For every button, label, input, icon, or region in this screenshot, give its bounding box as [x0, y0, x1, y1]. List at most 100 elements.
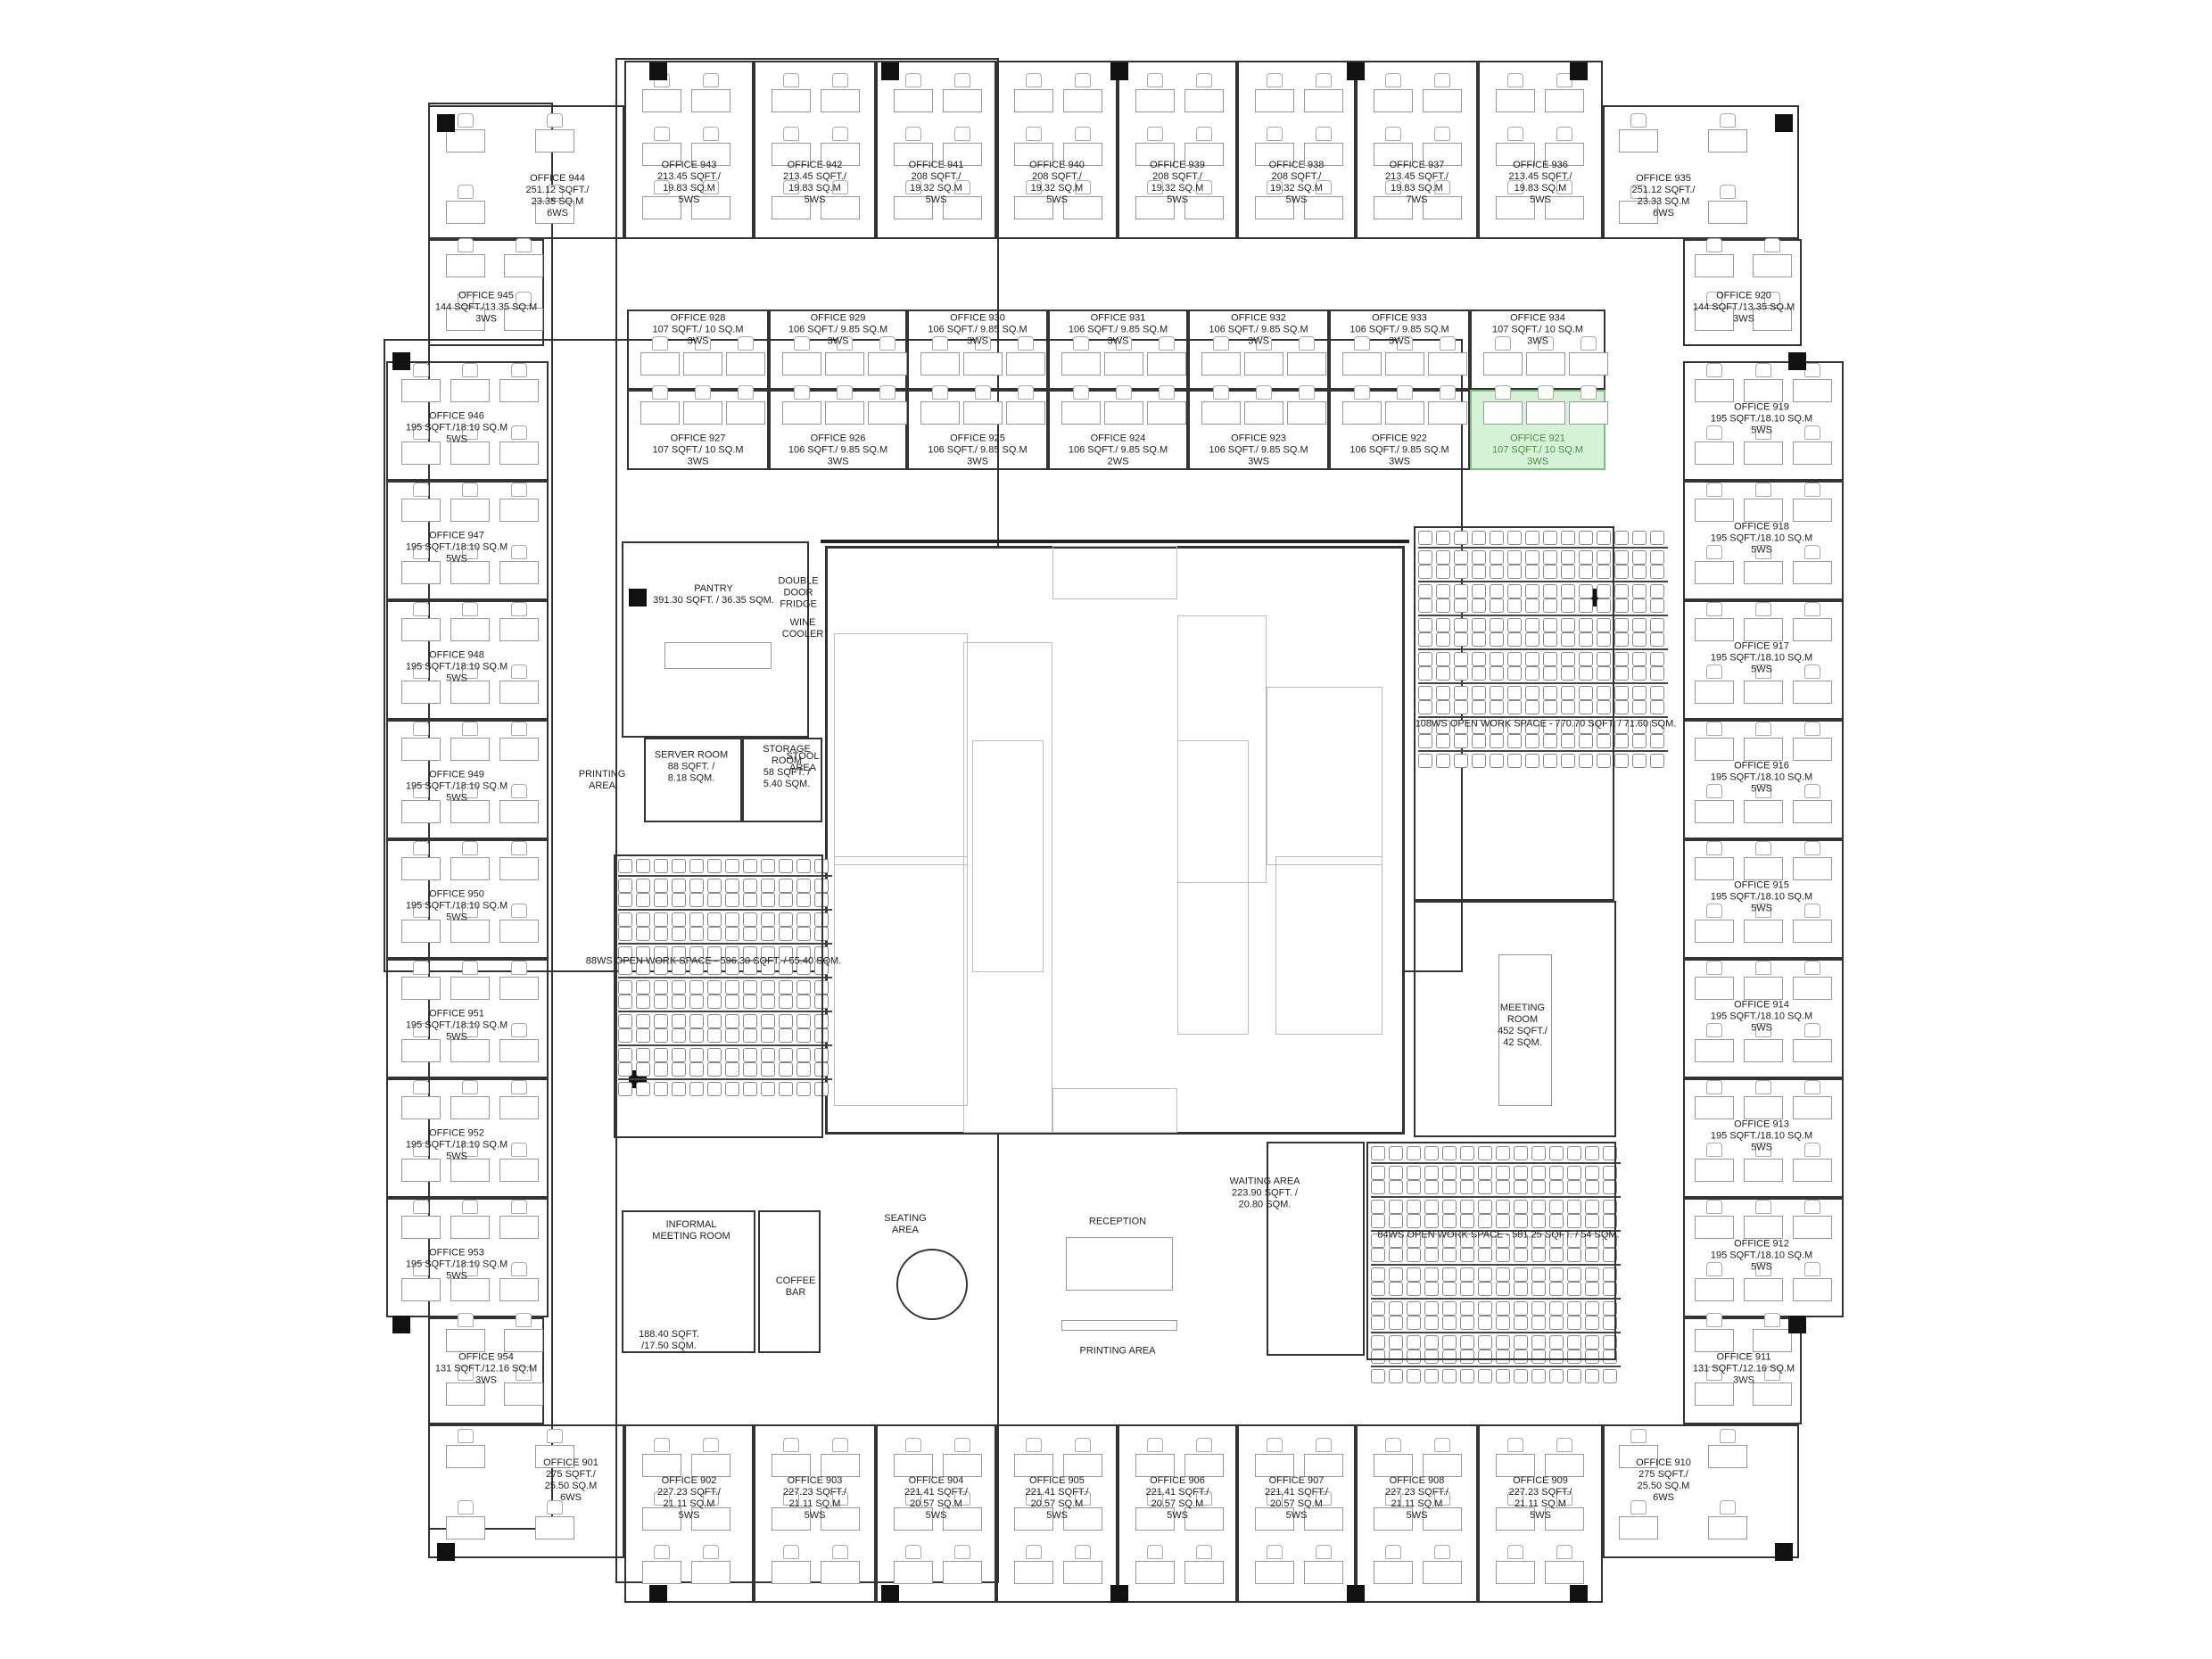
office-915[interactable] — [1683, 839, 1844, 959]
office-935[interactable] — [1603, 105, 1799, 239]
office-911-chair — [1706, 1313, 1722, 1327]
office-946[interactable] — [386, 361, 549, 481]
open-space-108-chair — [1614, 652, 1629, 666]
office-942-desk — [772, 196, 811, 219]
open-space-88-chair — [743, 859, 757, 873]
office-910[interactable] — [1603, 1424, 1799, 1558]
core-room — [1052, 546, 1177, 599]
office-938-chair — [1267, 73, 1283, 87]
office-915-label-line: OFFICE 915 — [1734, 879, 1789, 891]
office-954-label-line: OFFICE 954 — [458, 1351, 514, 1363]
open-space-88-desk-row — [618, 1011, 832, 1012]
office-909[interactable] — [1478, 1424, 1603, 1603]
office-916[interactable] — [1683, 720, 1844, 839]
office-916-chair — [1804, 784, 1820, 798]
open-space-88-chair — [707, 893, 722, 907]
open-space-108-chair — [1436, 686, 1450, 700]
office-908[interactable] — [1356, 1424, 1478, 1603]
office-954[interactable] — [428, 1317, 544, 1424]
office-942[interactable] — [754, 61, 876, 239]
office-947[interactable] — [386, 481, 549, 600]
office-902[interactable] — [624, 1424, 754, 1603]
office-918-chair — [1706, 483, 1722, 497]
open-space-108-chair — [1614, 720, 1629, 734]
office-906[interactable] — [1118, 1424, 1237, 1603]
office-903-label-line: 21.11 SQ.M — [788, 1498, 841, 1509]
office-907[interactable] — [1237, 1424, 1356, 1603]
office-937-desk — [1374, 196, 1413, 219]
office-914[interactable] — [1683, 959, 1844, 1078]
open-space-108-chair — [1454, 666, 1468, 681]
office-907-desk — [1255, 1507, 1294, 1531]
open-space-84-label-line: 84WS OPEN WORK SPACE - 581.25 SQFT. / 54… — [1377, 1229, 1620, 1241]
office-940[interactable] — [996, 61, 1118, 239]
office-905[interactable] — [996, 1424, 1118, 1603]
office-912-desk — [1793, 1278, 1832, 1301]
office-919-desk — [1793, 379, 1832, 402]
office-919-desk — [1695, 442, 1734, 465]
office-917[interactable] — [1683, 600, 1844, 720]
office-945[interactable] — [428, 239, 544, 346]
office-913-desk — [1793, 1159, 1832, 1182]
office-951[interactable] — [386, 959, 549, 1078]
office-922-desk — [1385, 401, 1424, 425]
office-913-chair — [1706, 1080, 1722, 1094]
office-939[interactable] — [1118, 61, 1237, 239]
office-904[interactable] — [876, 1424, 996, 1603]
office-943[interactable] — [624, 61, 754, 239]
office-951-chair — [413, 961, 429, 975]
office-904-desk — [943, 1507, 982, 1531]
open-space-108-chair — [1543, 618, 1557, 632]
office-921-chair — [1495, 385, 1511, 400]
office-940-desk — [1063, 143, 1102, 166]
open-space-108-chair — [1632, 565, 1647, 579]
office-927-desk — [726, 401, 765, 425]
office-939-chair — [1147, 127, 1163, 141]
office-937[interactable] — [1356, 61, 1478, 239]
office-938[interactable] — [1237, 61, 1356, 239]
office-902-chair — [654, 1438, 670, 1452]
open-space-108-chair — [1579, 720, 1593, 734]
office-919[interactable] — [1683, 361, 1844, 481]
open-space-108-chair — [1418, 550, 1432, 565]
office-940-label-line: 208 SQFT./ — [1032, 171, 1082, 182]
office-901[interactable] — [428, 1424, 624, 1558]
office-901-chair — [458, 1500, 474, 1515]
office-927-label-line: OFFICE 927 — [670, 433, 726, 444]
office-912-label-line: 5WS — [1751, 1261, 1772, 1273]
office-926-chair — [837, 385, 853, 400]
office-945-desk — [504, 308, 543, 331]
office-952[interactable] — [386, 1078, 549, 1198]
office-913[interactable] — [1683, 1078, 1844, 1198]
open-space-88-chair — [707, 859, 722, 873]
office-947-desk — [401, 499, 441, 522]
office-915-label-line: 195 SQFT./18.10 SQ.M — [1710, 891, 1813, 903]
office-903[interactable] — [754, 1424, 876, 1603]
office-915-chair — [1755, 841, 1771, 855]
office-919-desk — [1793, 442, 1832, 465]
office-948-desk — [450, 681, 490, 704]
office-934-chair — [1581, 336, 1597, 351]
office-949[interactable] — [386, 720, 549, 839]
open-space-108-chair — [1650, 666, 1664, 681]
office-911[interactable] — [1683, 1317, 1802, 1424]
office-912[interactable] — [1683, 1198, 1844, 1317]
office-936[interactable] — [1478, 61, 1603, 239]
office-941-label-line: 19.32 SQ.M — [910, 183, 962, 194]
stool-area-label-line: STOOL — [786, 751, 820, 762]
office-909-chair — [1507, 1545, 1523, 1559]
office-950[interactable] — [386, 839, 549, 959]
office-920[interactable] — [1683, 239, 1802, 346]
office-941[interactable] — [876, 61, 996, 239]
office-908-desk — [1374, 1507, 1413, 1531]
office-948[interactable] — [386, 600, 549, 720]
office-943-desk — [642, 89, 681, 112]
office-901-label-line: 275 SQFT./ — [546, 1469, 596, 1480]
office-938-desk — [1304, 89, 1343, 112]
office-918[interactable] — [1683, 481, 1844, 600]
office-918-desk — [1793, 499, 1832, 522]
